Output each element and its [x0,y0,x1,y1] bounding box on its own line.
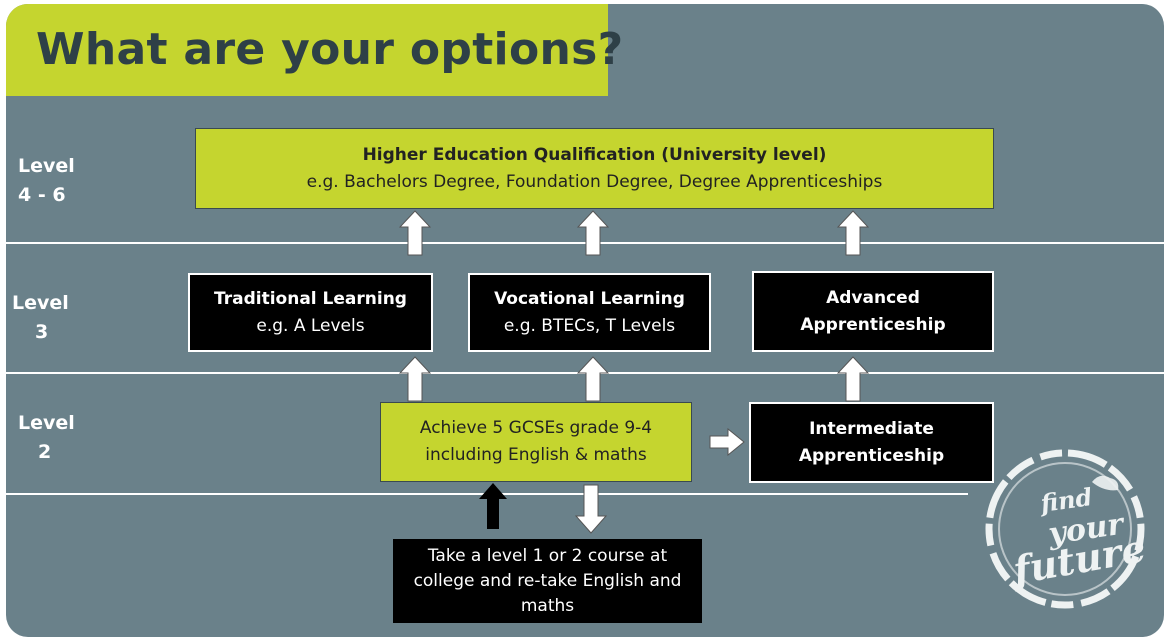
intermediate-apprenticeship-line: Intermediate [809,418,934,439]
traditional-learning-heading: Traditional Learning [214,288,407,309]
level-label-line: Level [12,292,69,314]
arrow-up-icon [399,356,431,402]
college-course-line: maths [520,595,575,616]
traditional-learning-examples: e.g. A Levels [256,315,365,336]
advanced-apprenticeship-line: Advanced [826,287,920,308]
level-label-line: 3 [35,321,49,343]
level-label-3: Level 3 [12,289,69,347]
traditional-learning-box: Traditional Learning e.g. A Levels [188,273,433,352]
arrow-up-icon [837,356,869,402]
svg-text:future: future [1007,525,1149,593]
slide: What are your options? Level 4 - 6 Level… [6,4,1164,637]
gcse-line: including English & maths [425,445,647,465]
advanced-apprenticeship-box: Advanced Apprenticeship [752,271,994,352]
college-course-line: Take a level 1 or 2 course at [427,545,668,566]
vocational-learning-heading: Vocational Learning [494,288,685,309]
higher-education-heading: Higher Education Qualification (Universi… [362,144,827,165]
level-divider-1 [6,242,1164,244]
arrow-up-icon [577,210,609,256]
level-label-2: Level 2 [18,409,75,467]
arrow-up-icon [577,356,609,402]
intermediate-apprenticeship-line: Apprenticeship [798,445,945,466]
arrow-up-icon [399,210,431,256]
arrow-right-icon [709,428,745,456]
level-label-line: Level [18,155,75,177]
level-label-4-6: Level 4 - 6 [18,152,75,210]
intermediate-apprenticeship-box: Intermediate Apprenticeship [749,402,994,483]
higher-education-box: Higher Education Qualification (Universi… [195,128,994,209]
arrow-up-icon [837,210,869,256]
arrow-down-icon [575,484,607,534]
level-label-line: Level [18,412,75,434]
title-banner: What are your options? [6,4,623,96]
find-your-future-logo: find your future [985,449,1149,609]
page-title: What are your options? [36,24,624,75]
college-course-box: Take a level 1 or 2 course at college an… [393,539,702,623]
advanced-apprenticeship-line: Apprenticeship [800,314,946,335]
arrow-up-black-icon [479,483,507,529]
vocational-learning-box: Vocational Learning e.g. BTECs, T Levels [468,273,711,352]
higher-education-examples: e.g. Bachelors Degree, Foundation Degree… [306,171,883,192]
gcse-box: Achieve 5 GCSEs grade 9-4 including Engl… [380,402,692,482]
level-label-line: 4 - 6 [18,184,66,206]
college-course-line: college and re-take English and [413,570,682,591]
level-label-line: 2 [38,441,52,463]
vocational-learning-examples: e.g. BTECs, T Levels [503,315,676,336]
gcse-line: Achieve 5 GCSEs grade 9-4 [419,418,653,438]
